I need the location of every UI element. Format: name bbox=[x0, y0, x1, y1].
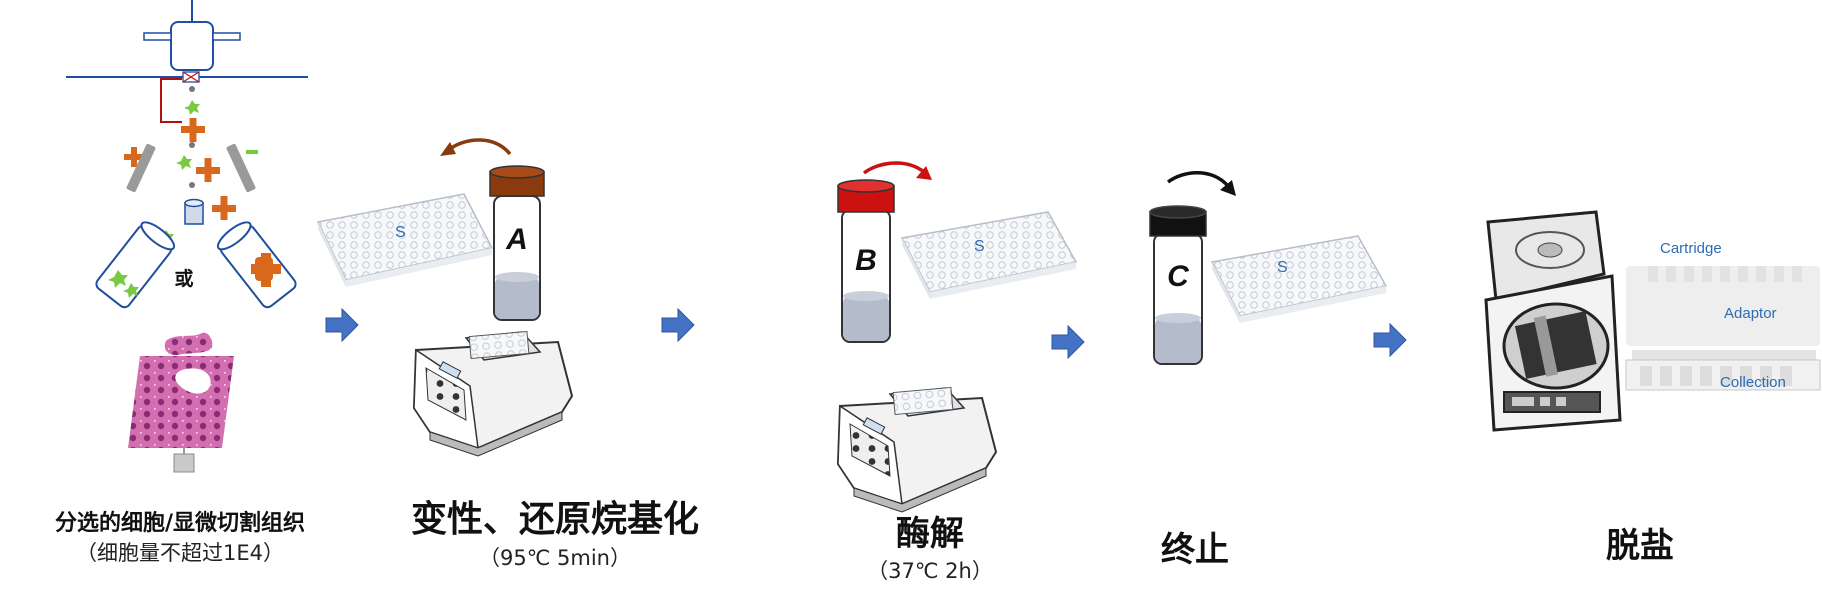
collection-label: Collection bbox=[1720, 374, 1786, 391]
arrow-clockwise-red bbox=[862, 161, 932, 180]
cartridge-label: Cartridge bbox=[1660, 240, 1722, 257]
step-4-title: 终止 bbox=[1161, 530, 1229, 570]
plate-label-2: S bbox=[974, 238, 985, 255]
thermomixer-1 bbox=[412, 330, 574, 457]
arrow-counterclockwise-brown bbox=[440, 138, 512, 156]
desalting-cartridge-stack: Cartridge Adaptor Collection bbox=[1625, 240, 1821, 391]
step-arrow-3 bbox=[1051, 325, 1085, 359]
step-5-caption: 脱盐 bbox=[1560, 518, 1720, 567]
step-arrow-4 bbox=[1373, 323, 1407, 357]
step-3-subtitle: （37℃ 2h） bbox=[867, 559, 993, 583]
arrow-clockwise-black bbox=[1166, 171, 1236, 196]
plate-label-1: S bbox=[395, 224, 406, 241]
microdissection-tissue-illustration bbox=[128, 332, 234, 473]
step-2-caption: 变性、还原烷基化 （95℃ 5min） bbox=[380, 490, 730, 572]
thermomixer-2 bbox=[836, 386, 998, 513]
tube-letter-a: A bbox=[505, 223, 528, 256]
tube-c: C bbox=[1149, 205, 1207, 365]
centrifuge bbox=[1484, 210, 1622, 432]
sample-plate-3: S bbox=[1210, 235, 1388, 323]
step-arrow-2 bbox=[661, 308, 695, 342]
small-collection-tube bbox=[184, 198, 204, 225]
left-collection-tube bbox=[95, 221, 176, 309]
step-5-title: 脱盐 bbox=[1606, 526, 1674, 566]
tube-b: B bbox=[837, 179, 895, 343]
or-label: 或 bbox=[174, 268, 194, 290]
sample-plate-1: S bbox=[316, 193, 494, 287]
tube-a: A bbox=[489, 165, 545, 321]
tube-letter-b: B bbox=[855, 244, 877, 277]
step-2-subtitle: （95℃ 5min） bbox=[479, 546, 631, 570]
sample-plate-2: S bbox=[900, 211, 1078, 299]
step-3-title: 酶解 bbox=[896, 514, 964, 554]
adaptor-label: Adaptor bbox=[1724, 305, 1777, 322]
plate-label-3: S bbox=[1277, 259, 1288, 276]
step-2-title: 变性、还原烷基化 bbox=[410, 499, 699, 540]
step-1-caption: 分选的细胞/显微切割组织 （细胞量不超过1E4） bbox=[10, 505, 350, 567]
cell-sorter-illustration bbox=[66, 0, 308, 309]
step-arrow-1 bbox=[325, 308, 359, 342]
step-4-caption: 终止 bbox=[1110, 522, 1280, 571]
tube-letter-c: C bbox=[1167, 260, 1190, 293]
step-1-subtitle: （细胞量不超过1E4） bbox=[76, 541, 284, 565]
step-1-title: 分选的细胞/显微切割组织 bbox=[54, 511, 306, 536]
step-3-caption: 酶解 （37℃ 2h） bbox=[810, 506, 1050, 585]
